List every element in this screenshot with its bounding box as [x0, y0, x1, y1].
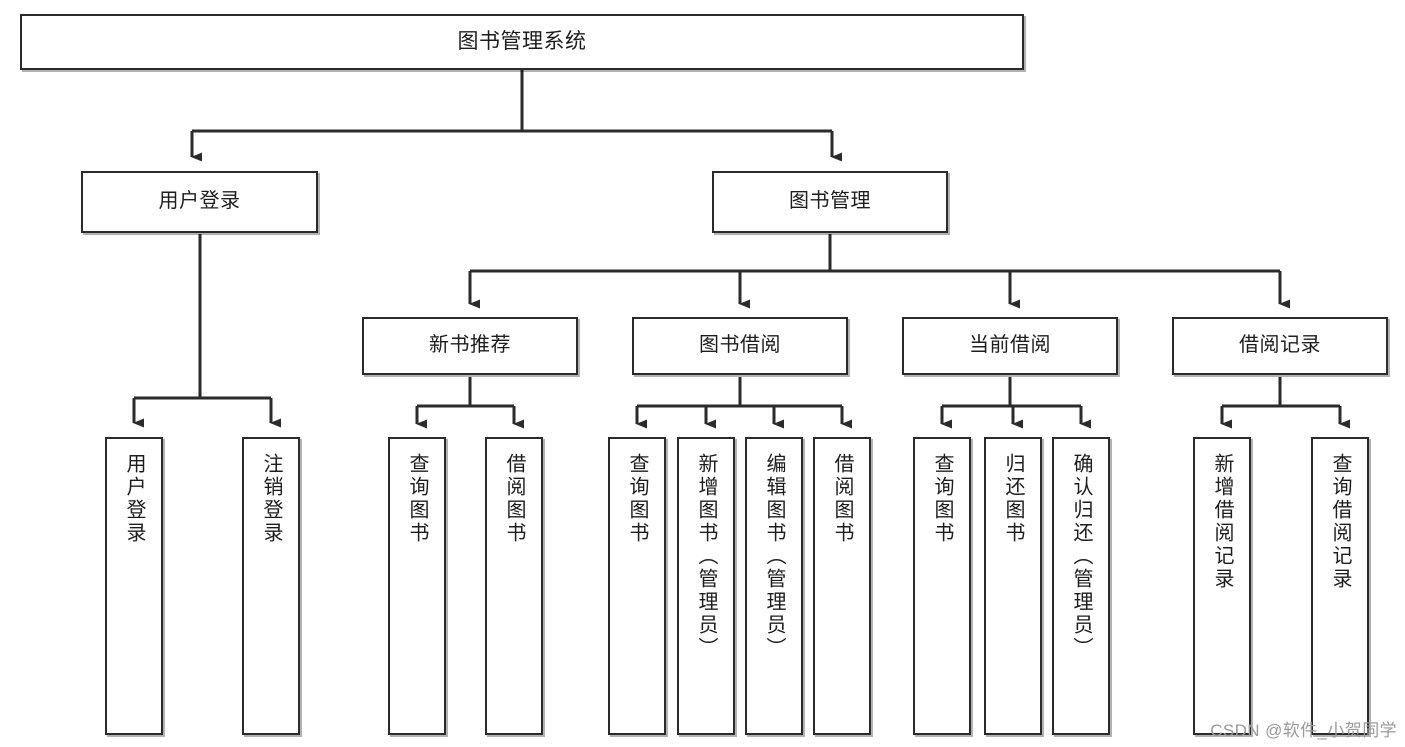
node-current-borrow[interactable]: 当前借阅: [902, 317, 1118, 375]
node-label: 新增借阅记录: [1211, 453, 1233, 591]
node-label: 查询图书: [931, 453, 953, 545]
node-leaf-current-borrow-return[interactable]: 归还图书: [984, 437, 1042, 735]
node-leaf-borrow-record-query[interactable]: 查询借阅记录: [1311, 437, 1369, 735]
node-label: 当前借阅: [969, 334, 1051, 357]
node-leaf-user-login-logout[interactable]: 注销登录: [242, 437, 300, 735]
node-label: 借阅图书: [503, 453, 525, 545]
node-user-login[interactable]: 用户登录: [81, 171, 318, 233]
node-leaf-book-borrow-add[interactable]: 新增图书（管理员）: [677, 437, 735, 735]
node-root-system[interactable]: 图书管理系统: [20, 14, 1024, 70]
node-leaf-current-borrow-confirm[interactable]: 确认归还（管理员）: [1052, 437, 1110, 735]
node-leaf-current-borrow-query[interactable]: 查询图书: [913, 437, 971, 735]
node-leaf-borrow-record-add[interactable]: 新增借阅记录: [1193, 437, 1251, 735]
node-label: 归还图书: [1002, 453, 1024, 545]
node-label: 编辑图书（管理员）: [763, 453, 785, 660]
node-label: 注销登录: [260, 453, 282, 545]
node-label: 图书管理系统: [457, 29, 587, 53]
node-book-borrow[interactable]: 图书借阅: [632, 317, 848, 375]
node-leaf-new-book-borrow[interactable]: 借阅图书: [485, 437, 543, 735]
node-borrow-record[interactable]: 借阅记录: [1172, 317, 1388, 375]
node-leaf-book-borrow-edit[interactable]: 编辑图书（管理员）: [745, 437, 803, 735]
node-label: 借阅记录: [1239, 334, 1321, 357]
node-label: 查询图书: [406, 453, 428, 545]
node-label: 用户登录: [123, 453, 145, 545]
node-leaf-new-book-query[interactable]: 查询图书: [388, 437, 446, 735]
node-label: 确认归还（管理员）: [1070, 453, 1092, 660]
node-label: 新增图书（管理员）: [695, 453, 717, 660]
node-label: 图书管理: [789, 190, 871, 213]
node-label: 借阅图书: [831, 453, 853, 545]
node-leaf-book-borrow-query[interactable]: 查询图书: [608, 437, 666, 735]
node-label: 查询借阅记录: [1329, 453, 1351, 591]
node-leaf-book-borrow-borrow[interactable]: 借阅图书: [813, 437, 871, 735]
node-label: 用户登录: [158, 190, 241, 213]
node-label: 查询图书: [626, 453, 648, 545]
node-label: 图书借阅: [699, 334, 781, 357]
csdn-watermark: CSDN @软件_小贺同学: [1210, 721, 1397, 740]
node-leaf-user-login-login[interactable]: 用户登录: [105, 437, 163, 735]
node-book-management[interactable]: 图书管理: [712, 171, 948, 233]
node-new-book-recommend[interactable]: 新书推荐: [362, 317, 578, 375]
node-label: 新书推荐: [429, 334, 511, 357]
